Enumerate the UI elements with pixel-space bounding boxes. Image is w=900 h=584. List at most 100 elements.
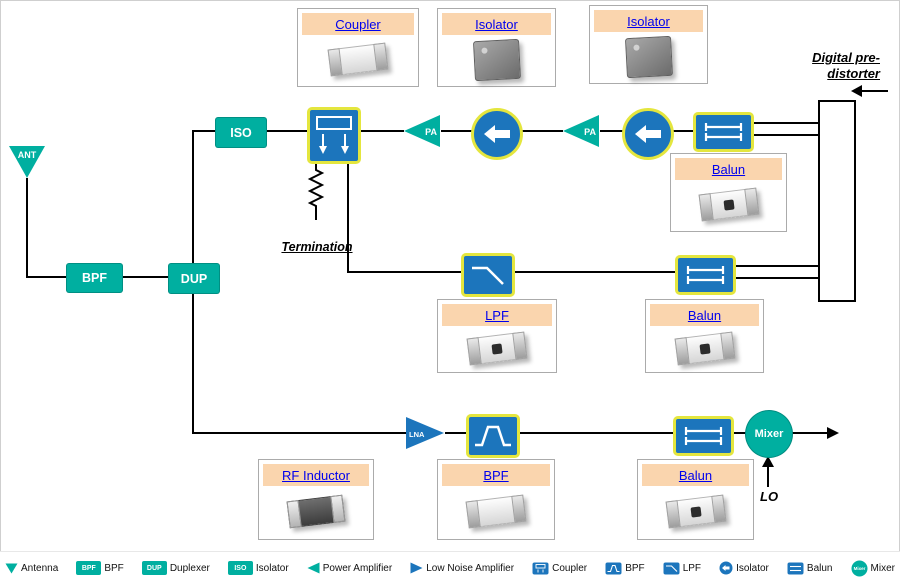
pa-label: PA — [425, 127, 437, 137]
chip-mark — [491, 342, 503, 354]
card-lpf-photo — [442, 328, 552, 368]
coupler-link[interactable]: Coupler — [335, 16, 381, 32]
digital-predistorter-block — [818, 100, 856, 302]
card-bpf-header: BPF — [442, 464, 550, 486]
antenna-symbol: ANT — [9, 146, 45, 178]
legend-label: Isolator — [736, 562, 769, 574]
digital-predistorter-label: Digital pre-distorter — [812, 50, 880, 82]
antenna-icon — [5, 563, 18, 573]
lpf-chip-image — [466, 331, 528, 365]
lna-symbol: LNA — [406, 417, 444, 449]
lna-label: LNA — [409, 430, 425, 439]
bpf-filter-icon — [605, 562, 622, 574]
legend-label: BPF — [104, 562, 124, 574]
mixer-symbol: Mixer — [745, 410, 793, 458]
lpf-filter-icon — [663, 562, 680, 574]
chip-mark — [698, 342, 711, 354]
power-amplifier-icon — [307, 562, 320, 574]
chip-dot — [632, 43, 640, 51]
isolator-1-link[interactable]: Isolator — [475, 16, 518, 32]
card-isolator-1: Isolator — [437, 8, 556, 87]
balun-chip-image — [665, 494, 726, 529]
card-rf-inductor-photo — [263, 488, 369, 535]
legend-item-bpf-filter: BPF — [605, 562, 645, 575]
balun-glyph-icon — [704, 123, 743, 141]
bpf-chip-image — [465, 494, 527, 529]
isolator-chip-image — [472, 38, 521, 81]
card-isolator-1-header: Isolator — [442, 13, 551, 35]
lpf-link[interactable]: LPF — [485, 307, 509, 323]
chip-dot — [480, 46, 488, 54]
rf-inductor-link[interactable]: RF Inductor — [282, 467, 350, 483]
card-balun-bot: Balun — [637, 459, 754, 540]
balun-chip-image — [698, 187, 759, 222]
isolator-circle-icon — [719, 561, 733, 575]
balun-bot-link[interactable]: Balun — [678, 467, 713, 483]
legend-item-coupler: Coupler — [532, 562, 587, 575]
bpf-link[interactable]: BPF — [483, 467, 509, 483]
balun-icon — [787, 562, 804, 574]
card-bpf-photo — [442, 488, 550, 535]
mixer-icon: Mixer — [851, 560, 868, 576]
isolator-arrow-icon — [635, 125, 661, 143]
card-coupler: Coupler — [297, 8, 419, 87]
balun-glyph-icon — [684, 427, 723, 445]
card-isolator-2-photo — [594, 34, 703, 79]
card-balun-bot-header: Balun — [642, 464, 749, 486]
coupler-symbol — [307, 107, 361, 164]
card-rf-inductor-header: RF Inductor — [263, 464, 369, 486]
termination-label: Termination — [281, 240, 353, 254]
isolator-symbol-2 — [622, 108, 674, 160]
lpf-glyph-icon — [472, 266, 504, 285]
dup-block: DUP — [168, 263, 220, 294]
legend-label: Antenna — [21, 562, 59, 574]
coupler-glyph-icon — [316, 116, 352, 154]
card-isolator-2-header: Isolator — [594, 10, 703, 32]
pa-label: PA — [584, 127, 596, 137]
isolator-2-link[interactable]: Isolator — [627, 13, 670, 29]
bpf-glyph-icon — [475, 425, 511, 447]
rf-inductor-chip-image — [286, 494, 346, 529]
legend-item-antenna: Antenna — [5, 563, 58, 574]
bpf-block: BPF — [66, 263, 123, 293]
pa-symbol-1: PA — [404, 115, 440, 147]
balun-top-link[interactable]: Balun — [711, 161, 746, 177]
coupler-icon — [532, 562, 549, 574]
legend-item-isolator-circle: Isolator — [719, 561, 769, 575]
legend-item-lpf-filter: LPF — [663, 562, 701, 575]
legend-item-power-amplifier: Power Amplifier — [307, 562, 392, 574]
lo-label: LO — [760, 489, 779, 504]
legend-label: Balun — [806, 562, 833, 574]
card-lpf: LPF — [437, 299, 557, 373]
balun-chip-image — [674, 331, 735, 365]
legend-item-isolator-box: ISO Isolator — [227, 561, 289, 575]
legend-label: Isolator — [255, 562, 289, 574]
legend-item-bpf: BPF BPF — [76, 561, 124, 575]
card-balun-mid-photo — [650, 328, 759, 368]
legend-label: LPF — [682, 562, 702, 574]
legend-item-lna: Low Noise Amplifier — [410, 562, 514, 574]
card-bpf: BPF — [437, 459, 555, 540]
card-coupler-photo — [302, 37, 414, 82]
legend-item-mixer: Mixer Mixer — [851, 560, 895, 577]
legend-label: Coupler — [552, 562, 588, 574]
balun-glyph-icon — [686, 266, 725, 284]
bpf-symbol — [466, 414, 520, 458]
card-isolator-2: Isolator — [589, 5, 708, 84]
duplexer-box-icon: DUP — [141, 561, 167, 575]
low-noise-amplifier-icon — [410, 562, 423, 574]
card-rf-inductor: RF Inductor — [258, 459, 374, 540]
bpf-box-icon: BPF — [76, 561, 102, 575]
lpf-symbol — [461, 253, 515, 297]
legend-item-duplexer: DUP Duplexer — [141, 561, 210, 575]
legend-label: BPF — [625, 562, 645, 574]
balun-symbol-bot — [673, 416, 734, 456]
isolator-symbol-1 — [471, 108, 523, 160]
legend-label: Low Noise Amplifier — [426, 562, 515, 574]
card-balun-mid-header: Balun — [650, 304, 759, 326]
balun-symbol-top — [693, 112, 754, 152]
isolator-arrow-icon — [484, 125, 510, 143]
iso-block: ISO — [215, 117, 267, 148]
balun-mid-link[interactable]: Balun — [687, 307, 722, 323]
